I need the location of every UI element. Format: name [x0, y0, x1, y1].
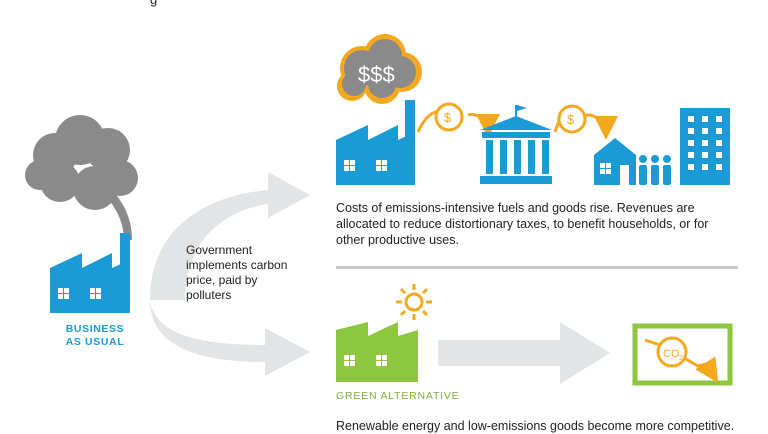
costs-description: Costs of emissions-intensive fuels and g…	[336, 201, 709, 247]
green-factory-icon	[336, 322, 418, 382]
factory-icon-top	[336, 100, 415, 185]
money-flow-arrow-2: $	[553, 104, 606, 134]
people-icon	[639, 155, 671, 185]
renewable-description: Renewable energy and low-emissions goods…	[336, 419, 735, 433]
business-as-usual-label: BUSINESS AS USUAL	[65, 323, 125, 348]
co2-subscript: 2	[679, 355, 683, 362]
money-flow-arrow-1: $	[416, 102, 488, 132]
sun-icon	[396, 284, 432, 320]
straight-arrow	[438, 322, 610, 384]
house-icon	[594, 138, 636, 185]
office-building-icon	[680, 108, 730, 185]
curved-arrow-down	[150, 300, 310, 376]
curved-arrow-up	[150, 172, 310, 300]
coin-2-text: $	[567, 112, 575, 127]
government-text: Government implements carbon price, paid…	[186, 243, 288, 302]
divider	[336, 266, 738, 269]
green-alternative-label: GREEN ALTERNATIVE	[336, 390, 460, 402]
factory-icon-bau	[50, 233, 130, 313]
government-building-icon	[480, 105, 552, 184]
coin-1-text: $	[444, 110, 452, 125]
co2-declining-chart-icon: CO 2	[632, 323, 730, 383]
co2-text: CO	[663, 348, 680, 360]
money-cloud-icon: $$$	[337, 34, 422, 104]
smoke-cloud-icon	[25, 115, 138, 240]
money-cloud-text: $$$	[358, 62, 395, 87]
top-fragment: g	[150, 0, 450, 10]
